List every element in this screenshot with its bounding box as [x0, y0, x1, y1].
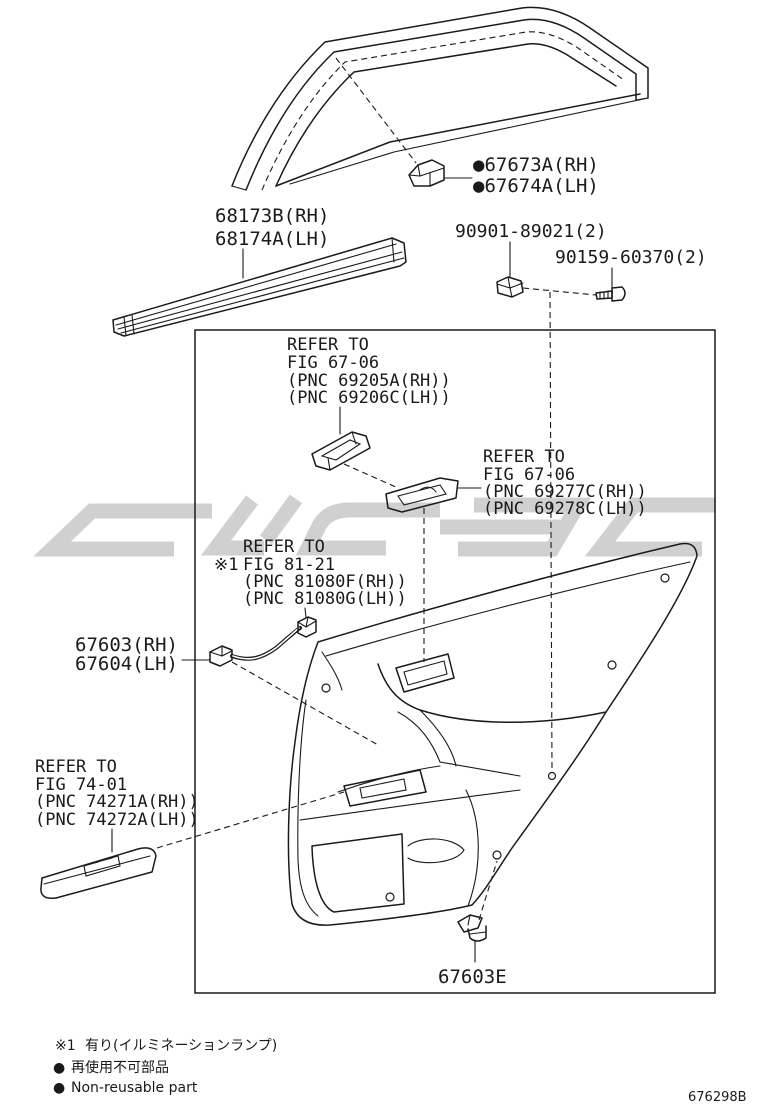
assembly-frame-box — [194, 329, 716, 994]
reference-line: (PNC 69277C(RH)) — [483, 482, 647, 502]
reference-line: (PNC 81080F(RH)) — [243, 572, 407, 592]
reference-line: FIG 74-01 — [35, 775, 127, 795]
window-frame — [231, 6, 649, 191]
lamp-wire-part — [209, 616, 317, 667]
note-bullet: ● — [53, 1080, 65, 1096]
callout-weatherstrip-lh[interactable]: 68174A(LH) — [215, 228, 329, 250]
reference-line: REFER TO — [243, 537, 325, 557]
window-switch-part — [40, 847, 157, 900]
reference-line: (PNC 74272A(LH)) — [35, 810, 199, 830]
reference-line: REFER TO — [483, 447, 565, 467]
reference-line: (PNC 69206C(LH)) — [287, 388, 451, 408]
reference-line: FIG 67-06 — [287, 353, 379, 373]
reference-line: REFER TO — [287, 335, 369, 355]
reference-3-leader — [304, 607, 307, 619]
footer-notes: ※1 有り(イルミネーションランプ) ● 再使用不可部品 ● Non-reusa… — [53, 1038, 277, 1096]
reference-line: (PNC 81080G(LH)) — [243, 589, 407, 609]
reference-mark: ※1 — [214, 555, 238, 575]
weatherstrip-part — [112, 237, 407, 337]
reference-block-4[interactable]: REFER TO FIG 74-01 (PNC 74271A(RH)) (PNC… — [35, 757, 199, 830]
handle-bezel-part — [311, 431, 371, 471]
clip-to-panel-dashed-line — [549, 291, 553, 773]
callout-weatherstrip-rh[interactable]: 68173B(RH) — [215, 205, 329, 227]
reference-line: (PNC 69205A(RH)) — [287, 371, 451, 391]
figure-code: 676298B — [688, 1090, 747, 1105]
trim-clip-dashed-line — [478, 860, 498, 921]
note-text: 有り(イルミネーションランプ) — [85, 1038, 277, 1054]
clip-to-screw-dashed-line — [522, 287, 597, 296]
trim-clip-part — [457, 914, 487, 942]
bezel-dashed-line — [343, 463, 399, 489]
callout-trim-board-rh[interactable]: 67603(RH) — [75, 634, 178, 656]
reference-block-1[interactable]: REFER TO FIG 67-06 (PNC 69205A(RH)) (PNC… — [287, 335, 451, 408]
callout-frame-clip-lh[interactable]: ●67674A(LH) — [473, 175, 599, 197]
note-text: Non-reusable part — [71, 1080, 198, 1096]
reference-line: (PNC 69278C(LH)) — [483, 499, 647, 519]
reference-block-3[interactable]: ※1 REFER TO FIG 81-21 (PNC 81080F(RH)) (… — [214, 537, 407, 609]
watermark-logo — [33, 494, 716, 557]
reference-line: (PNC 74271A(RH)) — [35, 792, 199, 812]
inside-handle-part — [385, 477, 459, 513]
screw-part — [595, 286, 626, 302]
note-mark: ※1 — [55, 1038, 76, 1054]
reference-line: REFER TO — [35, 757, 117, 777]
note-bullet: ● — [53, 1060, 65, 1076]
callout-frame-clip-rh[interactable]: ●67673A(RH) — [473, 154, 599, 176]
reference-line: FIG 81-21 — [243, 555, 335, 575]
callout-trim-clip[interactable]: 67603E — [438, 966, 507, 988]
trim-board-part — [287, 542, 698, 926]
frame-clip-dashed-line — [335, 57, 417, 164]
callout-trim-board-lh[interactable]: 67604(LH) — [75, 653, 178, 675]
callout-screw[interactable]: 90159-60370(2) — [555, 247, 707, 268]
reference-line: FIG 67-06 — [483, 465, 575, 485]
note-text: 再使用不可部品 — [71, 1059, 169, 1076]
callout-clip[interactable]: 90901-89021(2) — [455, 221, 607, 242]
frame-clip-part — [408, 159, 445, 187]
switch-dashed-line — [156, 791, 345, 849]
reference-block-2[interactable]: REFER TO FIG 67-06 (PNC 69277C(RH)) (PNC… — [483, 447, 647, 519]
clip-part — [496, 276, 524, 298]
